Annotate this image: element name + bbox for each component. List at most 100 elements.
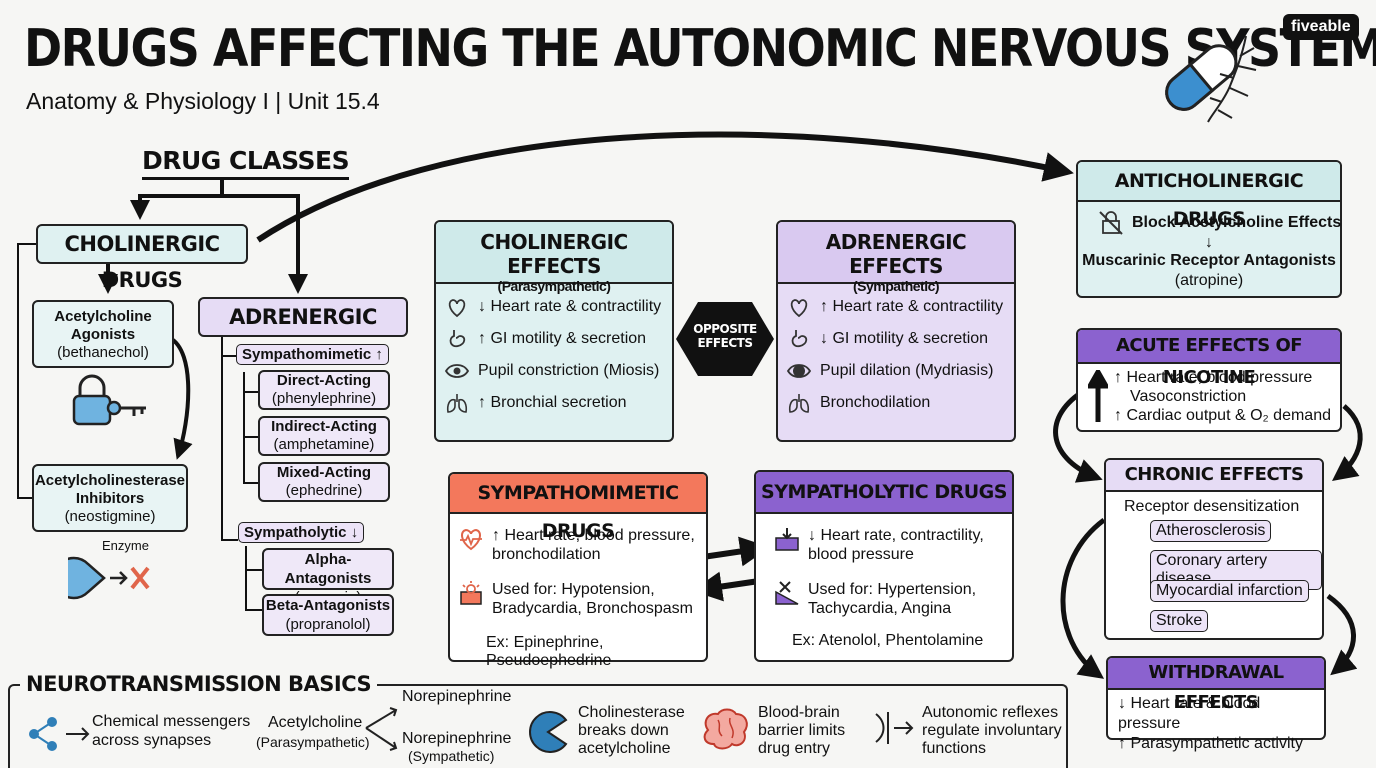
basics-cholinesterase: Cholinesterase breaks down acetylcholine (578, 704, 685, 757)
basics-title: NEUROTRANSMISSION BASICS (20, 672, 378, 696)
basics-norepinephrine-2: Norepinephrine (402, 730, 512, 747)
adrenergic-drugs-box: ADRENERGIC DRUGS (198, 297, 408, 365)
enzyme-pacman-icon (529, 711, 568, 753)
adrenergic-effect-heart: ↑ Heart rate & contractility (786, 294, 1003, 320)
opposite-effects-label: OPPOSITE EFFECTS (693, 322, 757, 350)
sympathomimetic-uses: Used for: Hypotension, Bradycardia, Bron… (458, 580, 702, 618)
adrenergic-effects-title: ADRENERGIC EFFECTS (825, 230, 967, 278)
network-icon (29, 717, 90, 751)
adrenergic-effects-panel: ADRENERGIC EFFECTS (Sympathetic) ↑ Heart… (776, 220, 1016, 442)
sympathomimetic-tag: Sympathomimetic ↑ (236, 344, 389, 365)
up-arrow-icon (1088, 370, 1108, 422)
heart-icon (786, 294, 812, 320)
page-title: DRUGS AFFECTING THE AUTONOMIC NERVOUS SY… (24, 18, 1376, 79)
enzyme-label: Enzyme (102, 538, 149, 553)
chronic-item-mi: Myocardial infarction (1150, 580, 1309, 602)
nicotine-withdrawal-panel: WITHDRAWAL EFFECTS ↓ Heart rate & blood … (1106, 656, 1326, 752)
adrenergic-effect-pupil: Pupil dilation (Mydriasis) (786, 358, 993, 384)
agonists-title: Acetylcholine Agonists (54, 308, 152, 343)
capsule-icon (1165, 35, 1257, 123)
cholinergic-effect-gi: ↑ GI motility & secretion (444, 326, 646, 352)
basics-panel: NEUROTRANSMISSION BASICS Chemical messen… (8, 672, 1068, 768)
adrenergic-effects-subtitle: (Sympathetic) (852, 278, 940, 294)
mixed-example: (ephedrine) (285, 482, 363, 499)
sympathomimetic-effect: ↑ Heart rate, blood pressure, bronchodil… (458, 526, 702, 564)
basics-messengers: Chemical messengers across synapses (92, 713, 251, 749)
cholinergic-effects-subtitle: (Parasympathetic) (497, 278, 611, 294)
cholinergic-effects-header: CHOLINERGIC EFFECTS (Parasympathetic) (436, 222, 672, 294)
basics-acetylcholine: Acetylcholine (268, 714, 363, 731)
stomach-icon (444, 326, 470, 352)
anticholinergic-example: (atropine) (1174, 272, 1244, 289)
indirect-example: (amphetamine) (273, 436, 375, 453)
anticholinergic-arrow: ↓ (1205, 234, 1213, 251)
no-lock-icon (1098, 210, 1124, 236)
lock-key-icon (72, 374, 146, 426)
sympathomimetic-examples: Ex: Epinephrine, Pseudoephedrine (486, 634, 612, 669)
nicotine-chronic-title: CHRONIC EFFECTS (1106, 460, 1322, 492)
cholinergic-effect-pupil: Pupil constriction (Miosis) (444, 358, 659, 384)
alpha-antagonists-box: Alpha-Antagonists (prazosin) (262, 548, 394, 606)
enzyme-pacman-icon (68, 556, 150, 600)
beta-example: (propranolol) (285, 616, 371, 633)
branch-arrows-icon (365, 707, 398, 751)
eye-icon (444, 358, 470, 384)
direct-example: (phenylephrine) (271, 390, 377, 407)
heart-icon (444, 294, 470, 320)
anticholinergic-line2: Muscarinic Receptor Antagonists (1082, 252, 1336, 269)
neuron-icon (1207, 35, 1257, 123)
sympatholytic-examples: Ex: Atenolol, Phentolamine (792, 632, 984, 649)
basics-reflex: Autonomic reflexes regulate involuntary … (922, 704, 1062, 757)
nicotine-acute-lines: ↑ Heart rate, blood pressure Vasoconstri… (1114, 369, 1331, 424)
adrenergic-effect-gi: ↓ GI motility & secretion (786, 326, 988, 352)
inhibitors-example: (neostigmine) (64, 508, 156, 525)
alpha-title: Alpha-Antagonists (284, 551, 372, 587)
page-subtitle: Anatomy & Physiology I | Unit 15.4 (26, 88, 380, 114)
basics-norepinephrine-1: Norepinephrine (402, 688, 512, 705)
indirect-acting-box: Indirect-Acting (amphetamine) (258, 416, 390, 456)
brain-icon (703, 708, 748, 750)
acetylcholinesterase-inhibitors-box: Acetylcholinesterase Inhibitors (neostig… (32, 464, 188, 532)
acetylcholine-agonists-box: Acetylcholine Agonists (bethanechol) (32, 300, 174, 368)
nicotine-chronic-lead: Receptor desensitization (1124, 498, 1300, 515)
anticholinergic-line1: Block Acetylcholine Effects (1098, 210, 1341, 236)
nicotine-withdrawal-lines: ↓ Heart rate & blood pressure ↑ Parasymp… (1118, 695, 1303, 752)
reflex-icon (875, 712, 914, 744)
sympathomimetic-drugs-title: SYMPATHOMIMETIC DRUGS (450, 474, 706, 542)
cholinergic-effect-heart: ↓ Heart rate & contractility (444, 294, 661, 320)
lungs-icon (786, 390, 812, 416)
brand-logo: fiveable (1283, 14, 1359, 40)
sympathomimetic-drugs-panel: SYMPATHOMIMETIC DRUGS ↑ Heart rate, bloo… (448, 472, 708, 669)
sympatholytic-uses: Used for: Hypertension, Tachycardia, Ang… (774, 580, 1010, 618)
cholinergic-effects-panel: CHOLINERGIC EFFECTS (Parasympathetic) ↓ … (434, 220, 674, 442)
basics-ne-sub: (Sympathetic) (408, 748, 495, 764)
cholinergic-effect-bronchial: ↑ Bronchial secretion (444, 390, 627, 416)
stomach-icon (786, 326, 812, 352)
lungs-icon (444, 390, 470, 416)
chronic-item-atherosclerosis: Atherosclerosis (1150, 520, 1272, 542)
basics-ach-sub: (Parasympathetic) (256, 734, 370, 750)
agonists-example: (bethanechol) (57, 344, 149, 361)
direct-title: Direct-Acting (276, 372, 372, 389)
nicotine-chronic-panel: CHRONIC EFFECTS Receptor desensitization… (1104, 458, 1324, 640)
inhibitors-title: Acetylcholinesterase Inhibitors (34, 472, 186, 507)
sympatholytic-drugs-title: SYMPATHOLYTIC DRUGS (756, 472, 1012, 514)
cholinergic-drugs-box: CHOLINERGIC DRUGS (36, 224, 248, 292)
nicotine-withdrawal-title: WITHDRAWAL EFFECTS (1108, 658, 1324, 713)
heartbeat-icon (458, 526, 484, 552)
warning-icon (458, 580, 484, 606)
no-entry-icon (774, 580, 800, 606)
down-arrow-box-icon (774, 526, 800, 552)
nicotine-acute-panel: ACUTE EFFECTS OF NICOTINE ↑ Heart rate, … (1076, 328, 1342, 432)
sympatholytic-drugs-panel: SYMPATHOLYTIC DRUGS ↓ Heart rate, contra… (754, 470, 1014, 662)
cholinergic-effects-title: CHOLINERGIC EFFECTS (480, 230, 628, 278)
mixed-acting-box: Mixed-Acting (ephedrine) (258, 462, 390, 502)
eye-icon (786, 358, 812, 384)
anticholinergic-panel: ANTICHOLINERGIC DRUGS Block Acetylcholin… (1076, 160, 1342, 298)
beta-title: Beta-Antagonists (265, 597, 391, 614)
adrenergic-effects-header: ADRENERGIC EFFECTS (Sympathetic) (778, 222, 1014, 294)
sympatholytic-effect: ↓ Heart rate, contractility, blood press… (774, 526, 1010, 564)
indirect-title: Indirect-Acting (271, 418, 377, 435)
direct-acting-box: Direct-Acting (phenylephrine) (258, 370, 390, 410)
basics-bbb: Blood-brain barrier limits drug entry (758, 704, 846, 757)
